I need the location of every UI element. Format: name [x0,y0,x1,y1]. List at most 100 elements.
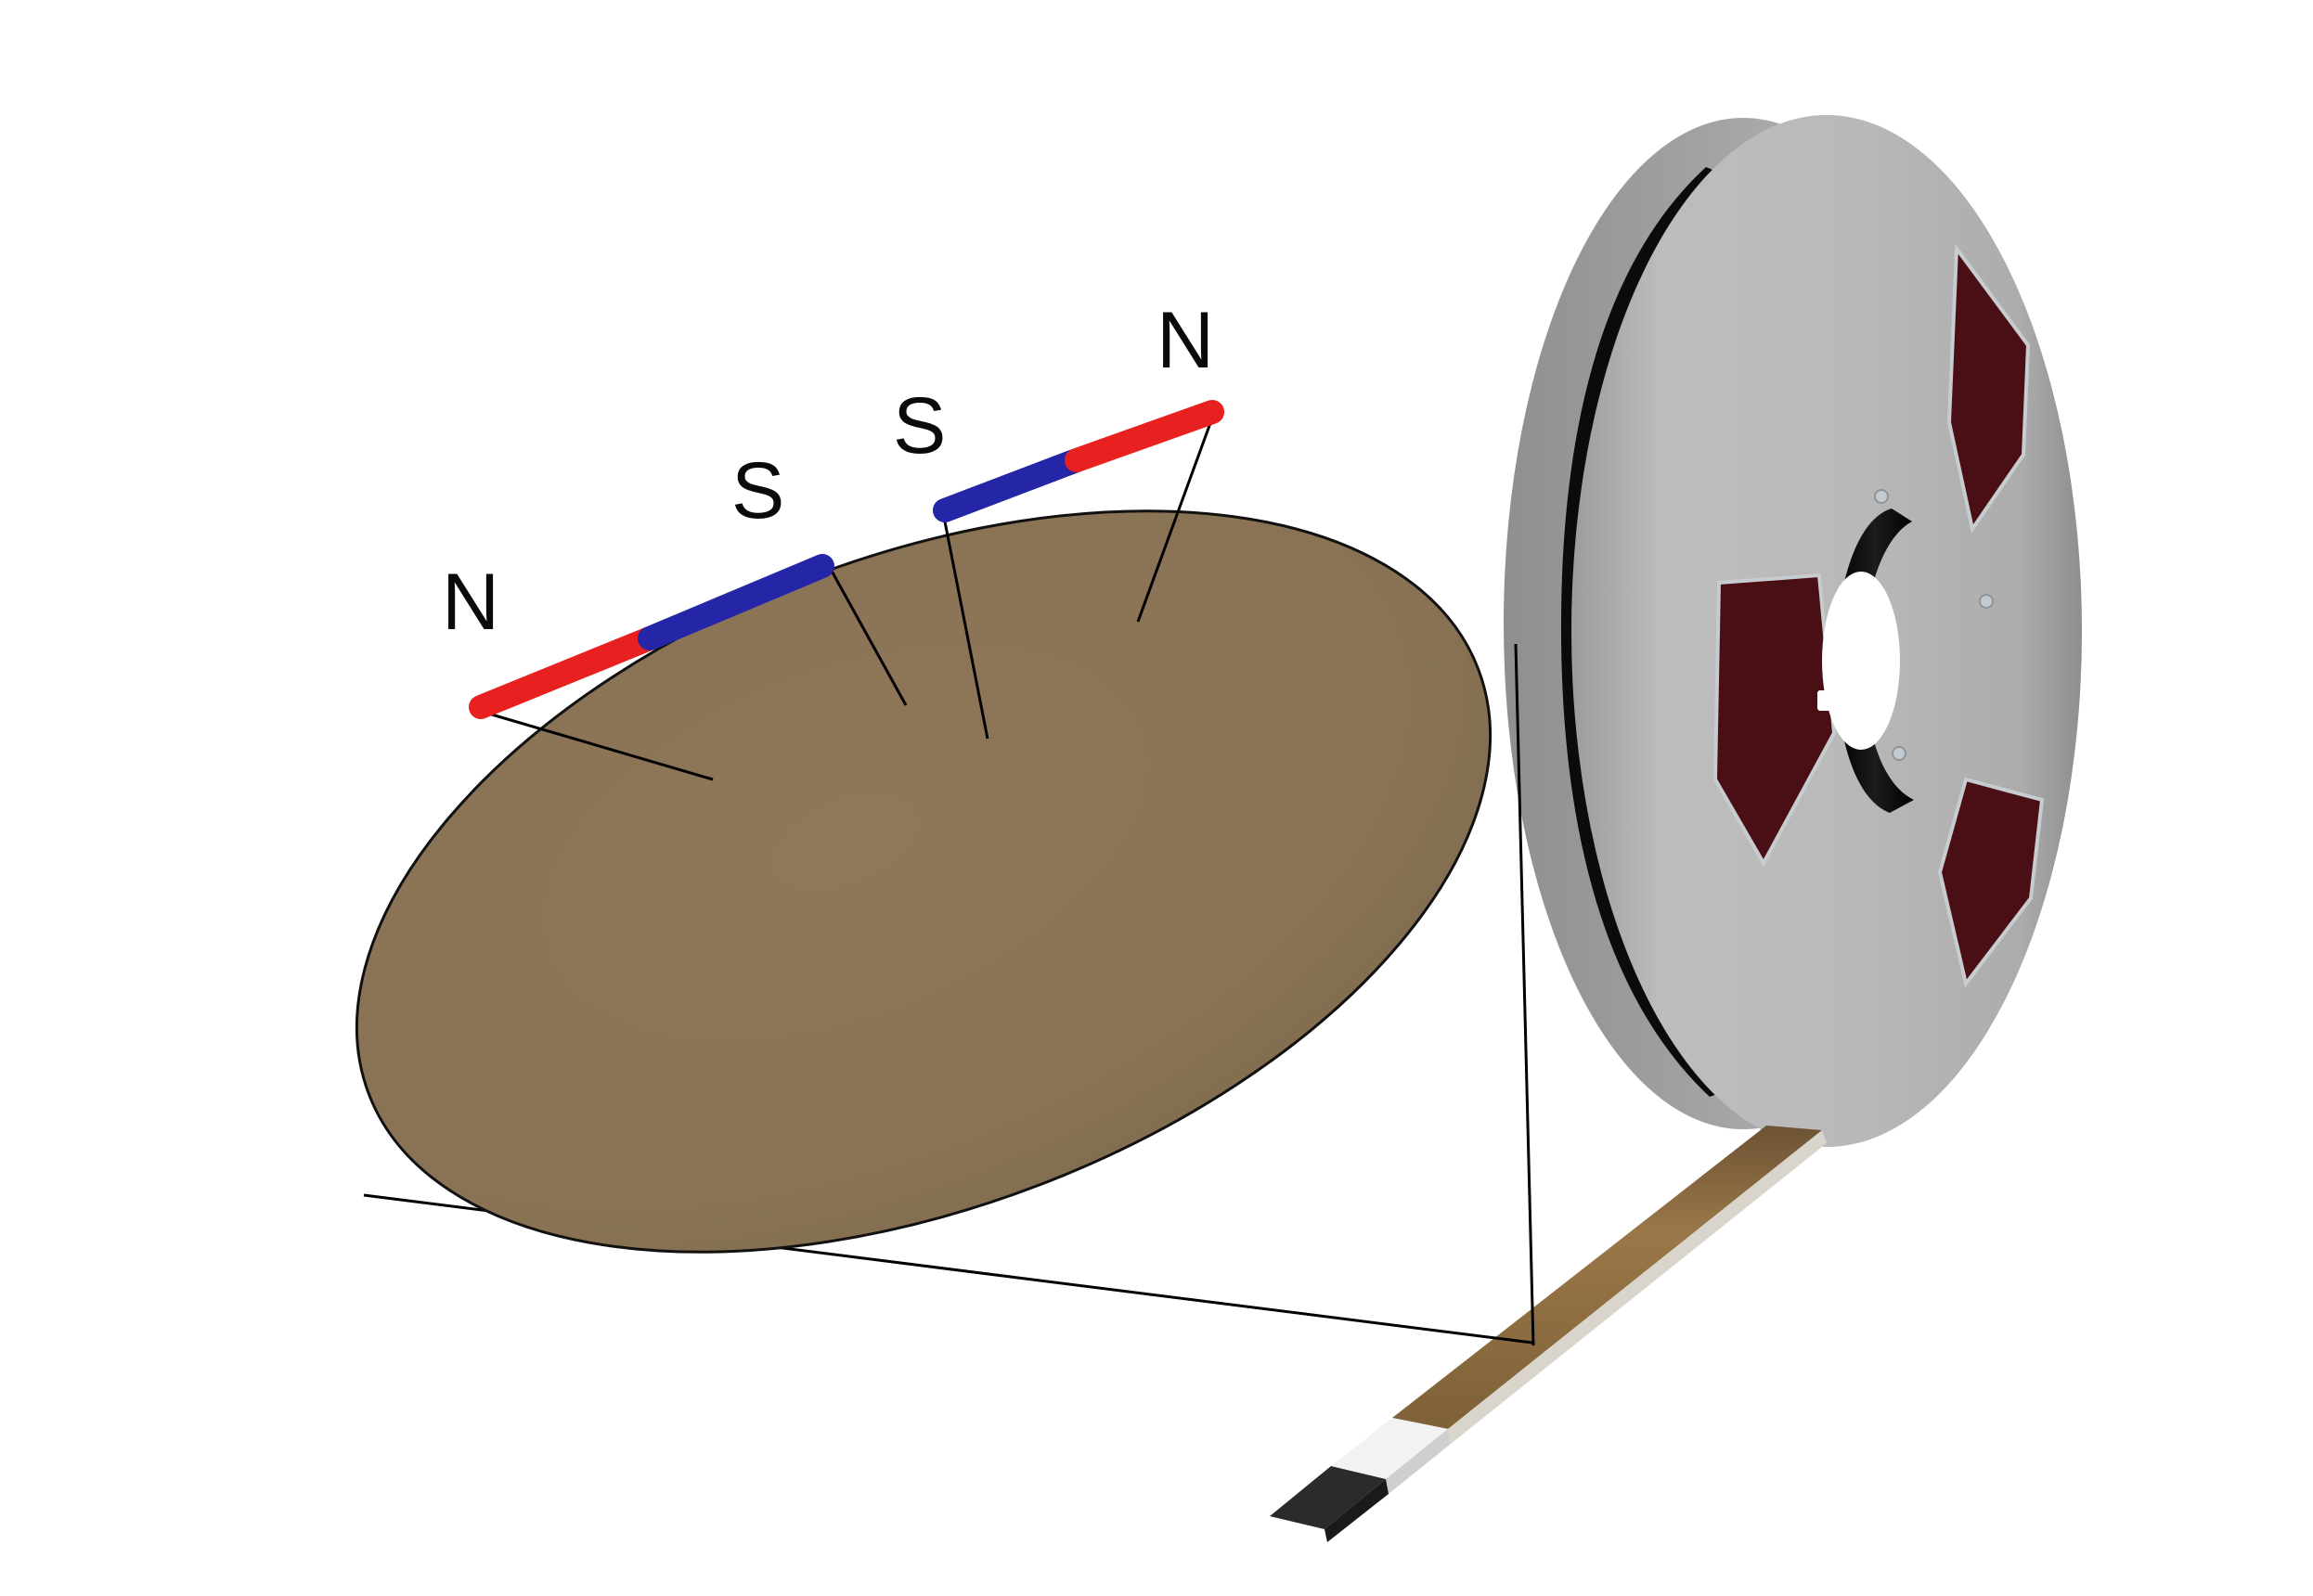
domain-north-pole [579,1275,640,1307]
domain-south-pole [1275,1056,1325,1086]
domain-north-pole [1142,1247,1192,1277]
domain-south-pole [973,1241,1023,1270]
domain-north-pole [1335,1024,1385,1054]
tape-leader-black [1270,1466,1386,1529]
domain-north-pole [1037,1424,1087,1454]
label-n-right: N [1156,296,1215,385]
domain-north-pole [1234,1429,1284,1459]
domain-north-pole [1074,1179,1124,1209]
callout-magnet-a-from-north [478,709,714,781]
domain-south-pole [936,1487,986,1516]
reel-cutout-bottom [1937,777,2045,988]
domain-south-pole [668,1426,718,1456]
domain-north-pole [1135,1147,1185,1177]
domain-north-pole [933,1270,983,1300]
domain-magnet [924,1583,1025,1596]
reel-center-hole [1822,572,1900,750]
callout-magnet-b-from-north [1136,412,1216,623]
callout-magnet-b [933,400,1224,522]
tape-leader-white [1331,1418,1448,1479]
domain-north-pole [696,1525,746,1554]
domain-south-pole [1343,1124,1393,1153]
domain-north-pole [797,1463,847,1493]
domain-magnet [789,1548,889,1596]
domain-magnet [579,1244,679,1307]
domain-south-pole [1132,1490,1182,1520]
tape-leader-white-thickness [1386,1429,1451,1494]
reel-screw-right [1979,594,1994,609]
tape-strip-body [1392,1126,1822,1429]
domain-north-pole [1203,1214,1253,1243]
magnet-a-south-blue [638,554,834,650]
domain-north-pole [730,1396,781,1425]
domain-south-pole [1376,994,1426,1023]
domain-magnet [1029,1179,1130,1240]
magnet-b-north-red [1065,400,1224,472]
tape-strip-thickness [1448,1130,1827,1444]
domain-south-pole [898,1400,949,1430]
label-s-left: S [731,446,785,535]
domain-south-pole [1138,1361,1188,1391]
domain-south-pole [619,1244,679,1295]
domain-south-pole [1243,1184,1293,1214]
domain-magnet [1198,1184,1299,1244]
domain-magnet [691,1494,791,1554]
domain-south-pole [728,1274,788,1307]
reel-screw-lower [1892,746,1906,761]
reel-hub-keyway [1817,690,1832,711]
domain-magnet [1127,1460,1227,1520]
leader-from-patch-right-edge [1514,643,1535,1346]
domain-north-pole [688,1305,748,1307]
domain-magnet [1299,1124,1399,1184]
domain-north-pole [628,1457,678,1487]
reel-cutout-top [1946,243,2031,534]
domain-magnet [832,1293,924,1363]
domain-north-pole [939,1371,989,1400]
domain-south-pole [997,1454,1047,1484]
domain-north-pole [1235,1087,1286,1116]
domain-south-pole [1175,1116,1225,1146]
domain-south-pole [1071,1523,1121,1552]
domain-magnet [992,1424,1092,1485]
domain-south-pole [1274,1398,1324,1428]
domain-south-pole [736,1494,786,1524]
domain-south-pole [832,1333,882,1363]
domain-magnet [927,1241,1027,1301]
label-n-left: N [442,558,500,647]
domain-north-pole [1031,1552,1081,1582]
patch-surface [355,509,1492,1254]
tape-strip [1270,1126,1827,1542]
tape-reel [1504,115,2082,1147]
domain-magnet [1229,1398,1329,1459]
domain-north-pole [1000,1338,1050,1368]
tape-leader-black-thickness [1324,1479,1389,1542]
domain-magnet [587,1347,687,1408]
domain-north-pole [1303,1154,1353,1184]
domain-magnet [1093,1361,1194,1422]
domain-north-pole [866,1293,924,1307]
domain-magnet [894,1371,994,1431]
callout-magnet-a-from-south [826,563,908,706]
domain-magnet [1026,1523,1126,1583]
domain-north-pole [1299,1268,1350,1298]
domain-south-pole [834,1548,885,1577]
domain-south-pole [1377,519,1428,548]
domain-south-pole [838,1433,888,1462]
domain-magnet [1295,1239,1395,1299]
domain-south-pole [1339,1239,1389,1268]
domain-south-pole [1040,1307,1091,1337]
domain-magnet [995,1307,1095,1368]
domain-magnet [688,1274,788,1307]
domain-south-pole [789,1242,849,1293]
reel-cutout-left [1712,573,1837,868]
domain-north-pole [1172,1460,1222,1489]
callout-magnet-b-from-south [941,511,989,740]
domain-south-pole [1034,1209,1084,1239]
domain-magnet [1330,994,1430,1054]
domain-north-pole [591,1377,641,1407]
domain-south-pole [969,1583,1019,1596]
domain-magnet [891,1487,991,1547]
reel-screw-upper [1874,489,1889,504]
